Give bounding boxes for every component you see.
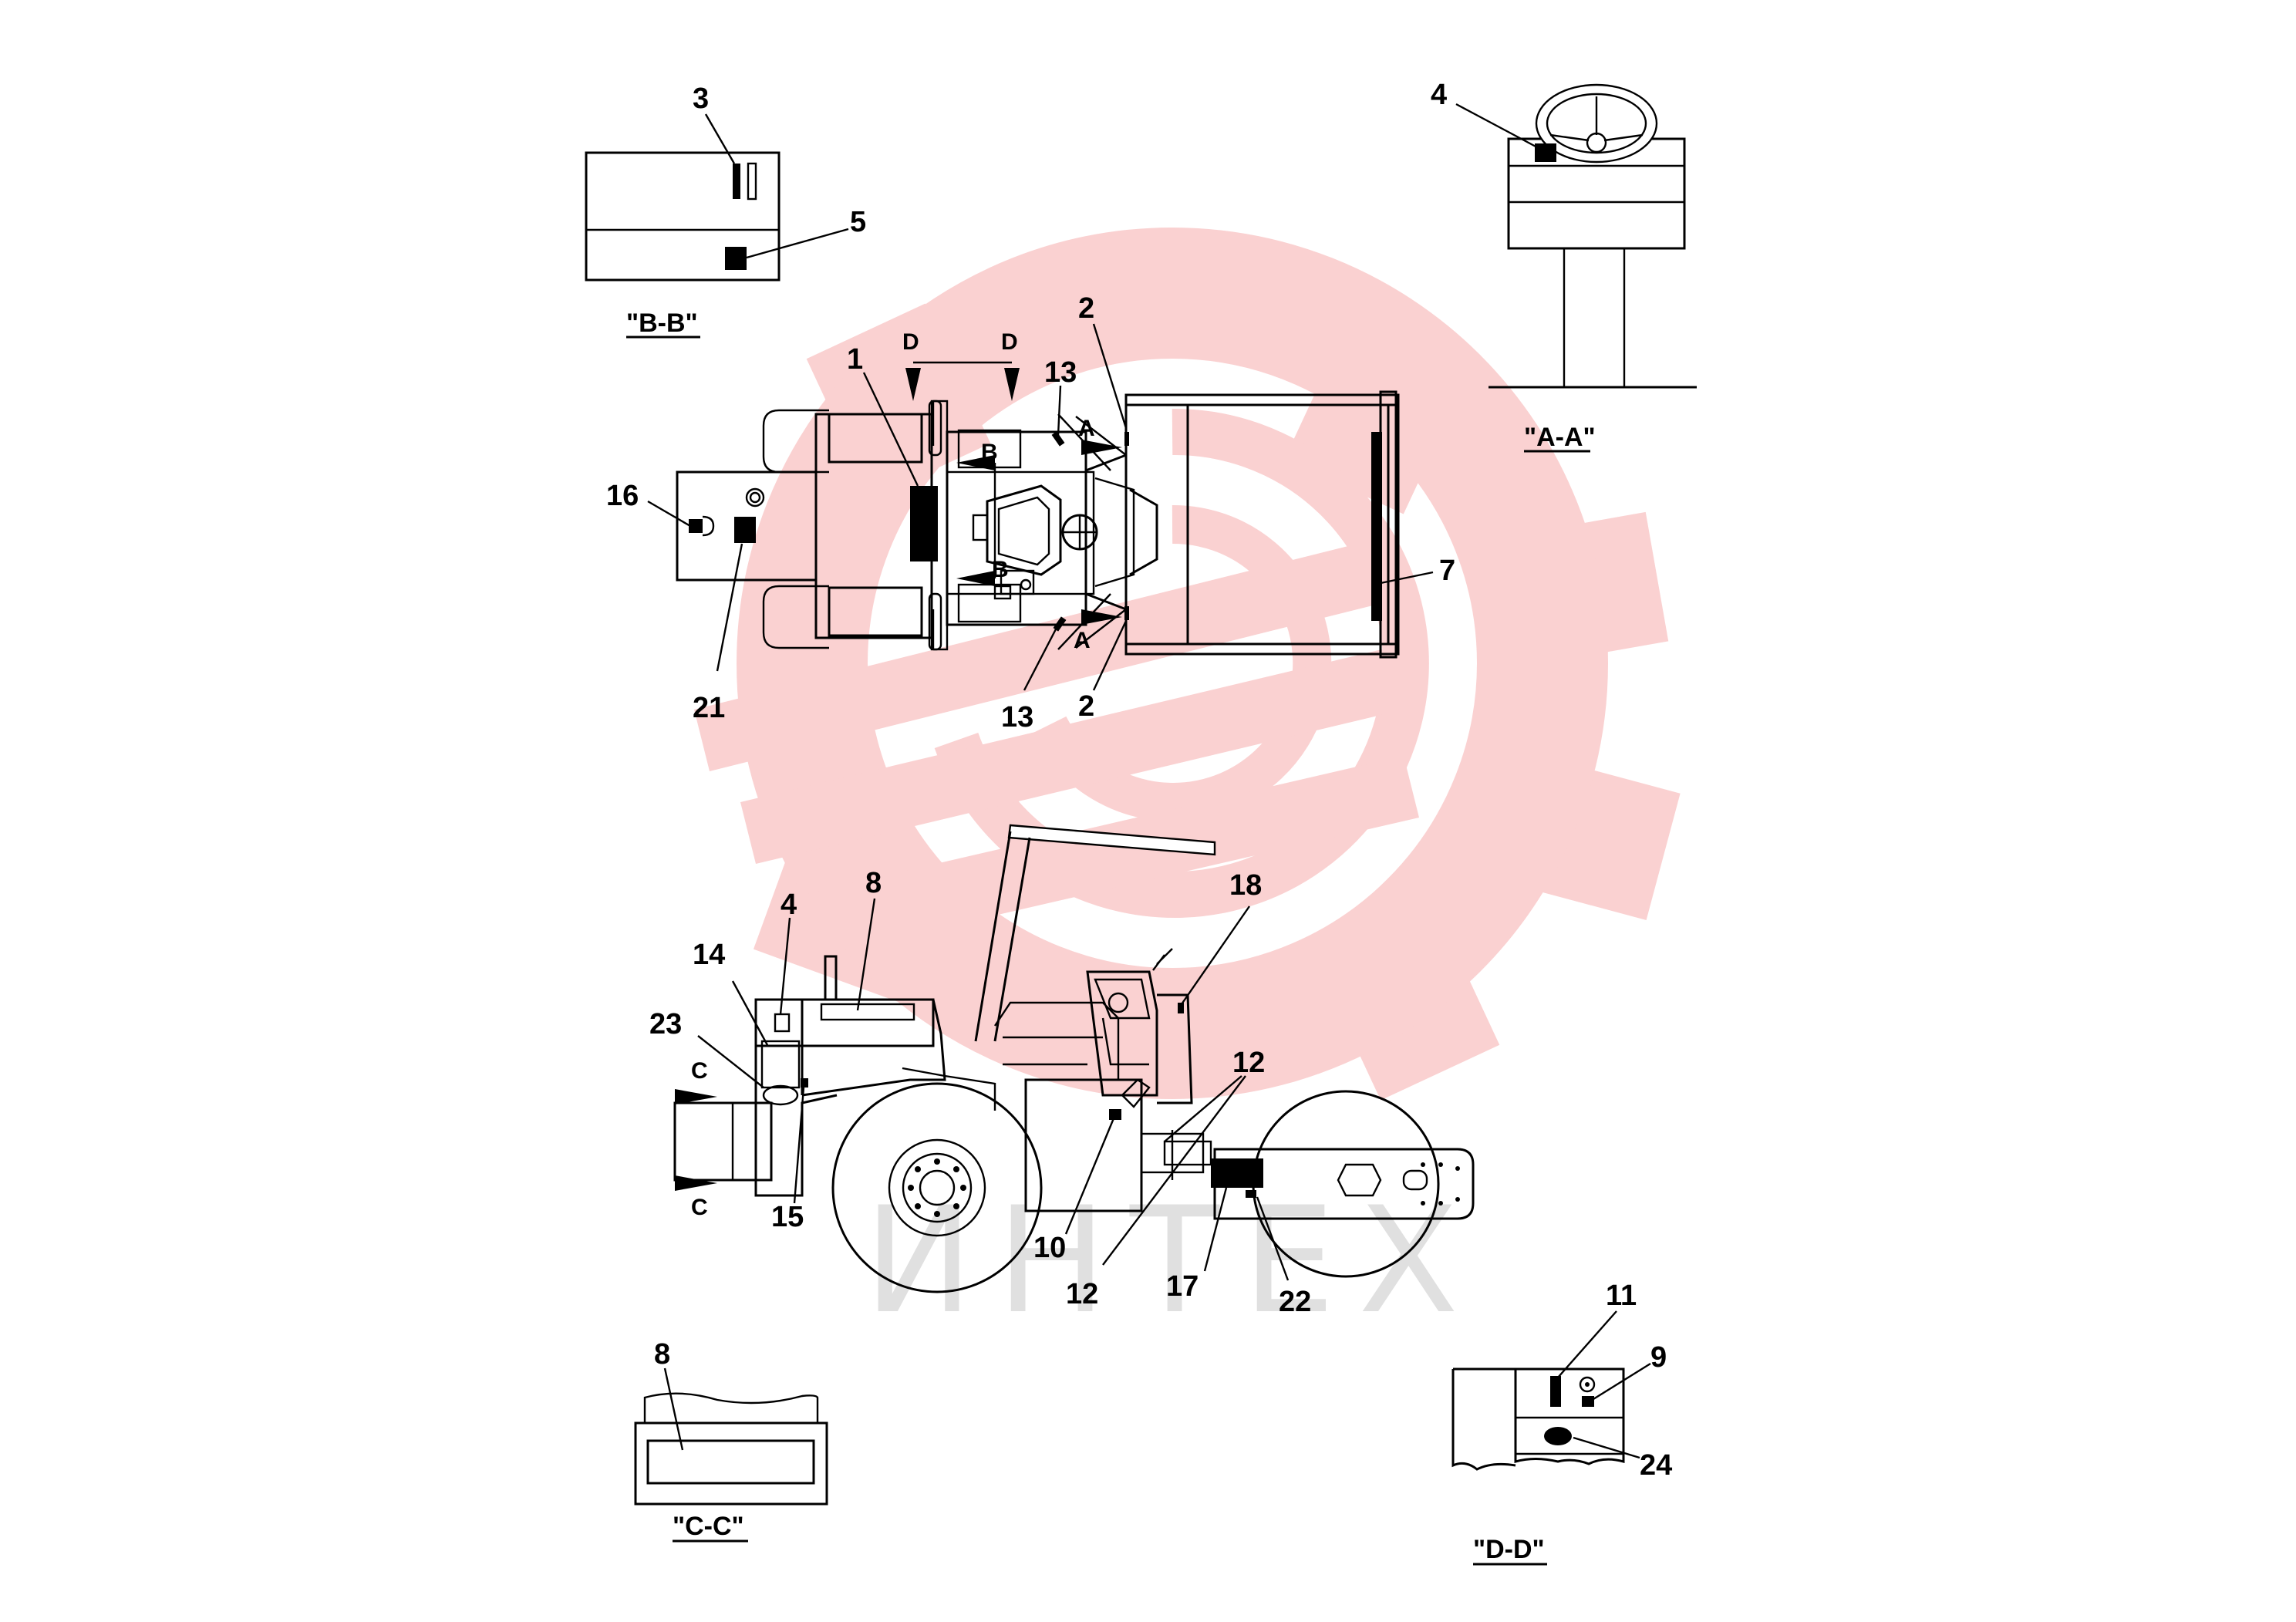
callout-23: 23 xyxy=(649,1008,682,1040)
callout-7: 7 xyxy=(1439,555,1455,587)
view-b-b xyxy=(585,113,849,339)
section-mark-d-left: D xyxy=(902,329,919,355)
decal-18 xyxy=(1178,1003,1184,1013)
side-view xyxy=(673,824,1475,1293)
view-c-c xyxy=(634,1367,828,1543)
decal-9 xyxy=(1582,1396,1594,1407)
decal-17 xyxy=(1211,1158,1263,1188)
view-d-d xyxy=(1451,1310,1651,1566)
callout-13-top: 13 xyxy=(1044,356,1077,389)
view-label-aa: "A-A" xyxy=(1524,423,1596,452)
section-mark-a-bottom: A xyxy=(1074,628,1091,653)
watermark-text: ИНТЕХ xyxy=(864,1175,1482,1346)
view-label-cc: "C-C" xyxy=(673,1512,744,1541)
callout-22: 22 xyxy=(1279,1286,1311,1318)
callout-14: 14 xyxy=(693,939,725,971)
decal-4-top xyxy=(1535,143,1556,162)
section-mark-d-right: D xyxy=(1001,329,1018,355)
decal-2-lower xyxy=(1124,606,1129,620)
callout-9: 9 xyxy=(1650,1341,1667,1374)
decal-7 xyxy=(1371,432,1382,621)
view-label-bb: "B-B" xyxy=(626,309,698,338)
section-mark-a-top: A xyxy=(1078,416,1095,441)
callout-3: 3 xyxy=(693,83,709,115)
callout-17: 17 xyxy=(1166,1270,1199,1303)
callout-11: 11 xyxy=(1606,1280,1637,1312)
decal-15 xyxy=(801,1078,808,1088)
callout-21: 21 xyxy=(693,692,725,724)
decal-24 xyxy=(1544,1427,1572,1445)
decal-10 xyxy=(1109,1109,1121,1120)
callout-16: 16 xyxy=(606,480,639,512)
decal-1 xyxy=(910,486,938,561)
decal-22 xyxy=(1246,1190,1256,1198)
callout-18: 18 xyxy=(1229,869,1262,902)
decal-11 xyxy=(1550,1376,1561,1407)
section-mark-c-top: C xyxy=(691,1058,708,1084)
plan-view xyxy=(647,323,1434,691)
decal-5 xyxy=(725,247,747,270)
callout-4-top: 4 xyxy=(1431,79,1447,111)
callout-15: 15 xyxy=(771,1201,804,1233)
view-label-dd: "D-D" xyxy=(1473,1535,1545,1564)
callout-24: 24 xyxy=(1640,1449,1672,1482)
decal-2-upper xyxy=(1124,432,1129,446)
callout-12-top: 12 xyxy=(1232,1047,1265,1079)
callout-1: 1 xyxy=(847,343,863,376)
callout-10: 10 xyxy=(1033,1232,1066,1264)
callout-8-cc: 8 xyxy=(654,1338,670,1371)
decal-16 xyxy=(689,519,703,533)
callout-2-top: 2 xyxy=(1078,292,1094,325)
callout-13-bottom: 13 xyxy=(1001,701,1033,733)
section-mark-c-bottom: C xyxy=(691,1195,708,1220)
callout-2-bottom: 2 xyxy=(1078,690,1094,723)
decal-21 xyxy=(734,517,756,543)
callout-8-side: 8 xyxy=(865,867,882,899)
section-mark-b-top: B xyxy=(981,440,998,465)
view-a-a xyxy=(1455,83,1697,453)
callout-4-side: 4 xyxy=(781,889,797,921)
section-mark-b-bottom: B xyxy=(992,557,1009,582)
decal-3 xyxy=(733,164,740,199)
callout-5: 5 xyxy=(850,206,866,238)
callout-12-bottom: 12 xyxy=(1066,1278,1098,1310)
